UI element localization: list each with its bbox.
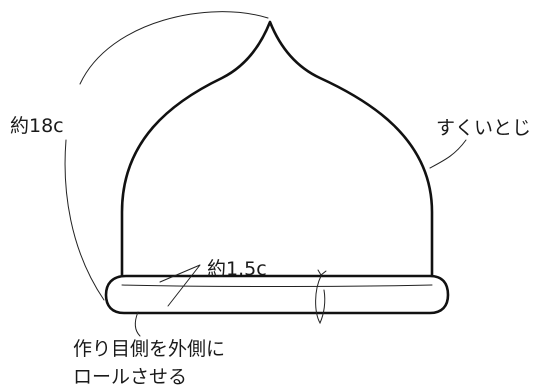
brim-inner-edge <box>121 284 433 287</box>
hat-body-outline <box>120 20 434 277</box>
roll-arrow-head <box>317 269 327 276</box>
rib-height-leader <box>159 264 201 307</box>
roll-instruction-leader <box>134 311 141 337</box>
length-label: 約18c <box>10 115 64 137</box>
rolled-brim-outline <box>104 274 450 315</box>
roll-instruction-line2: ロールさせる <box>73 366 187 388</box>
rib-height-label: 約1.5c <box>207 258 267 280</box>
roll-direction-arrow <box>315 275 326 325</box>
roll-instruction-line1: 作り目側を外側に <box>73 338 225 360</box>
decrease-finish-leader <box>429 139 467 169</box>
length-measure-line <box>64 11 269 301</box>
decrease-finish-label: すくいとじ <box>436 117 531 139</box>
